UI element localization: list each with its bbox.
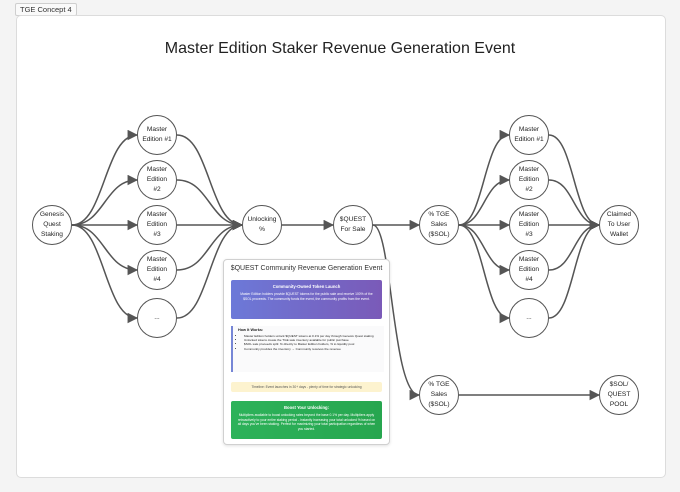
node-master-edition-2-right[interactable]: Master Edition #2 (509, 160, 549, 200)
diagram-title: Master Edition Staker Revenue Generation… (164, 40, 516, 57)
node-master-edition-4-right[interactable]: Master Edition #4 (509, 250, 549, 290)
edge-edition-to-wallet (548, 134, 601, 231)
node-more-right[interactable]: ... (509, 298, 549, 338)
edge-tge-to-edition (458, 224, 511, 324)
how-item: $SOL sale proceeds split: % directly to … (244, 342, 380, 346)
edge-tge-to-edition (458, 129, 511, 226)
node-more-left[interactable]: ... (137, 298, 177, 338)
edge-edition-to-wallet (548, 219, 601, 271)
node-sol-quest-pool[interactable]: $SOL/ QUEST POOL (599, 375, 639, 415)
token-launch-section: Community-Owned Token Launch Master Edit… (231, 280, 382, 319)
node-genesis-quest-staking[interactable]: Genesis Quest Staking (32, 205, 72, 245)
how-item: Master Edition holders unlock $QUEST tok… (244, 334, 380, 338)
revenue-event-card: $QUEST Community Revenue Generation Even… (223, 259, 390, 445)
node-tge-sales-1[interactable]: % TGE Sales ($SOL) (419, 205, 459, 245)
edge-edition-to-unlocking (176, 219, 244, 319)
node-master-edition-1-right[interactable]: Master Edition #1 (509, 115, 549, 155)
edge-tge-to-edition (458, 224, 511, 276)
edge-edition-to-wallet (548, 219, 601, 319)
node-tge-sales-2[interactable]: % TGE Sales ($SOL) (419, 375, 459, 415)
edge-genesis-to-edition (71, 224, 139, 276)
card-title: $QUEST Community Revenue Generation Even… (230, 265, 383, 272)
edge-tge-to-edition (458, 174, 511, 226)
how-it-works-heading: How It Works: (238, 328, 264, 332)
node-master-edition-1-left[interactable]: Master Edition #1 (137, 115, 177, 155)
how-item: Community provides the inventory → Commu… (244, 347, 380, 351)
edge-edition-to-unlocking (176, 179, 244, 231)
token-launch-body: Master Edition holders provide $QUEST to… (240, 292, 373, 301)
edge-sale-to-tge-sales-2 (372, 224, 421, 401)
node-master-edition-3-right[interactable]: Master Edition #3 (509, 205, 549, 245)
boost-section: Boost Your Unlocking: Multipliers availa… (231, 401, 382, 439)
node-master-edition-4-left[interactable]: Master Edition #4 (137, 250, 177, 290)
how-it-works-list: Master Edition holders unlock $QUEST tok… (233, 334, 384, 351)
edge-edition-to-wallet (548, 179, 601, 231)
node-master-edition-2-left[interactable]: Master Edition #2 (137, 160, 177, 200)
node-quest-for-sale[interactable]: $QUEST For Sale (333, 205, 373, 245)
how-item: Unlocked tokens create the TGE sale inve… (244, 338, 380, 342)
node-unlocking[interactable]: Unlocking % (242, 205, 282, 245)
edge-genesis-to-edition (71, 174, 139, 226)
boost-heading: Boost Your Unlocking: (284, 405, 329, 410)
how-it-works-section: How It Works: Master Edition holders unl… (231, 326, 384, 372)
edge-genesis-to-edition (71, 129, 139, 226)
boost-body: Multipliers available to boost unlocking… (237, 413, 376, 431)
token-launch-heading: Community-Owned Token Launch (272, 284, 341, 289)
timeline-note: Timeline: Event launches in 30+ days - p… (231, 382, 382, 392)
edge-edition-to-unlocking (176, 134, 244, 231)
edge-genesis-to-edition (71, 224, 139, 324)
node-claimed-to-user-wallet[interactable]: Claimed To User Wallet (599, 205, 639, 245)
node-master-edition-3-left[interactable]: Master Edition #3 (137, 205, 177, 245)
